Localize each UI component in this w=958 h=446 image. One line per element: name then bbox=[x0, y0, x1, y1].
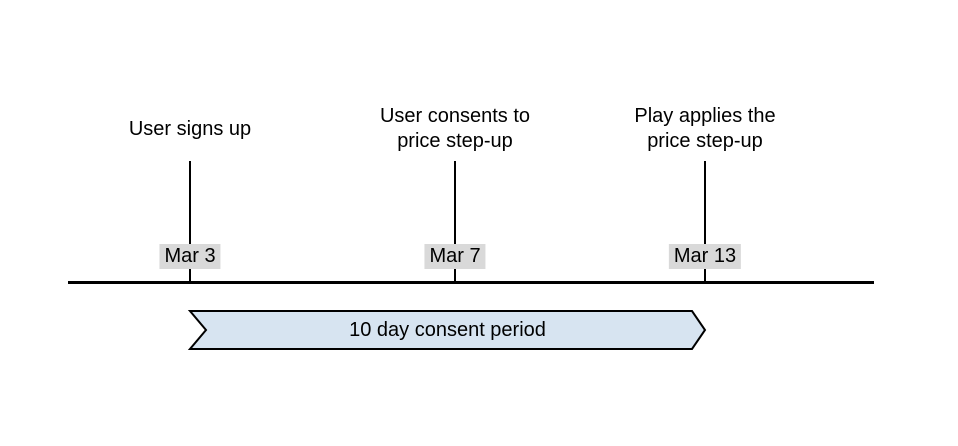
event-label-line: User signs up bbox=[128, 117, 252, 140]
event-tick-mar-13 bbox=[704, 161, 706, 284]
event-label-play-applies: Play applies the price step-up bbox=[575, 94, 835, 164]
banner-label: 10 day consent period bbox=[349, 318, 546, 341]
event-label-user-signs-up: User signs up bbox=[60, 94, 320, 164]
event-tick-mar-3 bbox=[189, 161, 191, 284]
event-label-line: price step-up bbox=[397, 130, 513, 152]
date-badge-mar-3: Mar 3 bbox=[159, 244, 221, 269]
banner-arrow-shape bbox=[187, 310, 707, 350]
timeline-axis bbox=[68, 281, 874, 284]
date-badge-mar-13: Mar 13 bbox=[668, 244, 742, 269]
event-label-user-consents: User consents to price step-up bbox=[325, 94, 585, 164]
event-label-line: Play applies the bbox=[634, 105, 776, 127]
event-label-line: price step-up bbox=[647, 130, 763, 152]
event-tick-mar-7 bbox=[454, 161, 456, 284]
event-label-line: User consents to bbox=[379, 105, 531, 127]
date-badge-mar-7: Mar 7 bbox=[424, 244, 486, 269]
